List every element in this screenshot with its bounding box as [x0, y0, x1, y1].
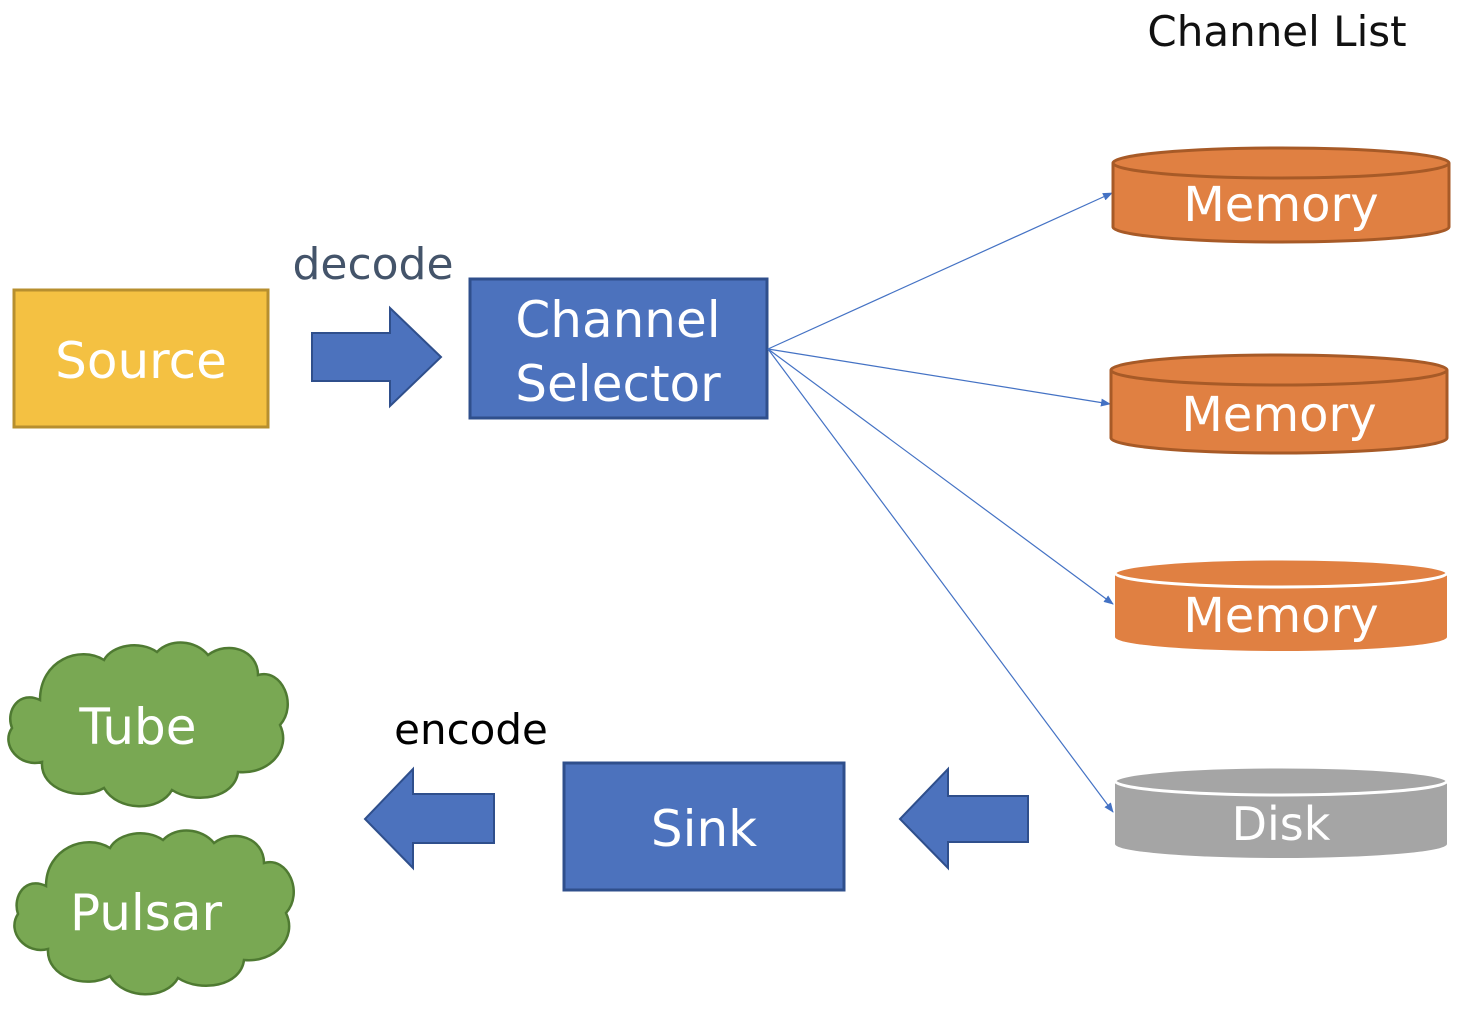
tube-label: Tube: [78, 698, 196, 756]
source-node[interactable]: Source: [12, 288, 270, 429]
sink-label: Sink: [651, 800, 757, 858]
channel-memory-1[interactable]: Memory: [1111, 146, 1451, 244]
connector-to-disk: [767, 348, 1114, 813]
pulsar-label: Pulsar: [70, 884, 223, 942]
channel-to-sink-arrow-icon: [898, 766, 1029, 871]
channel-memory-1-label: Memory: [1183, 177, 1378, 233]
sink-node[interactable]: Sink: [562, 761, 846, 892]
channel-selector-node[interactable]: Channel Selector: [468, 277, 769, 420]
encode-arrow-icon: [363, 766, 495, 871]
channel-disk[interactable]: Disk: [1113, 765, 1449, 858]
channel-memory-3[interactable]: Memory: [1113, 557, 1449, 651]
pulsar-cloud[interactable]: Pulsar: [13, 829, 295, 996]
channel-memory-2[interactable]: Memory: [1109, 353, 1449, 455]
decode-label: decode: [292, 239, 453, 290]
connector-to-memory-3: [767, 348, 1114, 605]
tube-cloud[interactable]: Tube: [7, 641, 289, 808]
channel-memory-2-label: Memory: [1181, 387, 1376, 443]
channel-memory-3-label: Memory: [1183, 588, 1378, 644]
encode-label: encode: [394, 705, 548, 754]
channel-selector-label-line1: Channel: [515, 291, 720, 349]
channel-selector-label-line2: Selector: [515, 355, 721, 413]
connector-to-memory-2: [767, 348, 1111, 407]
connector-to-memory-1: [767, 192, 1113, 350]
decode-arrow-icon: [311, 305, 443, 409]
source-label: Source: [55, 332, 227, 390]
channel-list-title: Channel List: [1147, 7, 1406, 56]
channel-disk-label: Disk: [1232, 797, 1331, 851]
